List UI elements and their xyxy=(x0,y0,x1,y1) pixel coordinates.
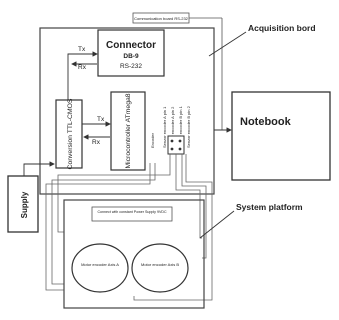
connector-box xyxy=(97,29,165,77)
connector-title: Connector xyxy=(106,40,156,51)
wire xyxy=(51,163,156,285)
platform-power-box xyxy=(91,206,173,222)
conversion-box xyxy=(55,99,83,169)
wire xyxy=(57,154,171,233)
acquisition-board-caption: Acquisition bord xyxy=(248,23,316,33)
motor-b-label: Motor encoder Axis B xyxy=(141,262,179,267)
system-platform-frame xyxy=(63,199,205,309)
notebook-label: Notebook xyxy=(240,116,292,128)
acquisition-caption-pointer xyxy=(208,31,247,57)
communication-tag-label: Communication board RS-232 xyxy=(134,16,189,21)
microcontroller-label: Microcontroller ATmega8 xyxy=(125,93,132,168)
connector-link-left xyxy=(67,53,70,100)
encoder-pin-3: Senzor encoder B pin 1 xyxy=(178,105,183,148)
connector-tx-label: Tx xyxy=(78,46,86,53)
platform-power-label: Connect with constant Power Supply 9VDC xyxy=(97,210,167,214)
pin-dot xyxy=(170,147,174,151)
motor-b xyxy=(131,243,189,293)
supply-box xyxy=(7,175,39,233)
encoder-port-label: Encoder xyxy=(150,132,155,148)
notebook-box xyxy=(231,91,331,181)
connector-rx-label: Rx xyxy=(78,64,87,71)
encoder-pin-header xyxy=(167,135,185,155)
microcontroller-box xyxy=(110,91,146,171)
wire xyxy=(133,154,213,301)
pin-dot xyxy=(178,139,182,143)
supply-label: Supply xyxy=(20,191,29,218)
micro-tx-label: Tx xyxy=(97,116,105,123)
connector-standard: RS-232 xyxy=(120,63,142,70)
motor-a-label: Motor encoder Axis A xyxy=(81,262,119,267)
acquisition-board-frame xyxy=(39,27,215,195)
encoder-pin-1: Senzor encoder A pin 1 xyxy=(162,106,167,148)
micro-rx-label: Rx xyxy=(92,139,101,146)
connector-subtitle: DB-9 xyxy=(123,53,139,60)
motor-a xyxy=(71,243,129,293)
wire xyxy=(181,154,207,259)
wire xyxy=(175,154,202,239)
system-platform-pointer xyxy=(199,210,235,239)
wire xyxy=(45,163,151,291)
system-platform-caption: System platform xyxy=(236,202,303,212)
supply-link xyxy=(23,161,55,176)
conversion-label: Conversion TTL-CMOS xyxy=(67,98,74,169)
encoder-pin-2: Senzor encoder A pin 2 xyxy=(170,106,175,148)
pin-dot xyxy=(170,139,174,143)
pin-dot xyxy=(178,147,182,151)
encoder-pin-4: Senzor encoder B pin 2 xyxy=(186,105,191,148)
